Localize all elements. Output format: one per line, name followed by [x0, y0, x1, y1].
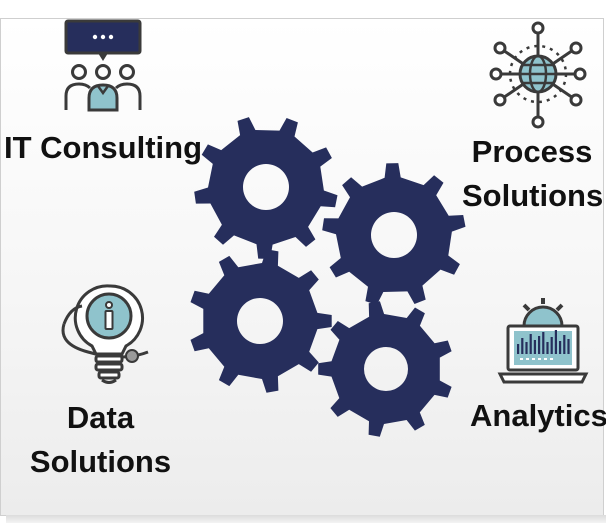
network-globe-icon	[488, 20, 588, 130]
gear-top-left	[194, 117, 338, 259]
analytics-bar	[529, 334, 532, 354]
gears-icon	[180, 115, 480, 445]
laptop-chart-icon	[497, 296, 589, 388]
analytics-bar	[521, 338, 524, 354]
label-it-consulting: IT Consulting	[4, 130, 203, 165]
analytics-bar	[563, 335, 566, 354]
analytics-bar	[567, 339, 570, 354]
analytics-bar	[554, 330, 557, 354]
info-lightbulb-icon	[52, 282, 162, 386]
team-meeting-icon	[58, 18, 148, 114]
analytics-bar	[546, 342, 549, 354]
analytics-bar	[550, 337, 553, 354]
label-process-line2: Solutions	[462, 178, 604, 213]
analytics-bar	[517, 344, 520, 354]
label-data-solutions: Data Solutions	[28, 396, 173, 484]
analytics-bar	[559, 341, 562, 354]
card-shadow	[6, 515, 606, 523]
analytics-bar	[542, 332, 545, 354]
label-process-line1: Process	[471, 134, 593, 169]
label-data-line2: Solutions	[29, 444, 172, 479]
analytics-bar	[525, 342, 528, 354]
label-process-solutions: Process Solutions	[462, 130, 604, 218]
gear-bottom-right	[318, 301, 452, 437]
analytics-bar	[533, 340, 536, 354]
gear-top-right	[322, 163, 466, 305]
label-analytics: Analytics	[470, 398, 606, 433]
label-data-line1: Data	[66, 400, 135, 435]
analytics-bar	[538, 336, 541, 354]
gear-bottom-left	[190, 249, 332, 393]
